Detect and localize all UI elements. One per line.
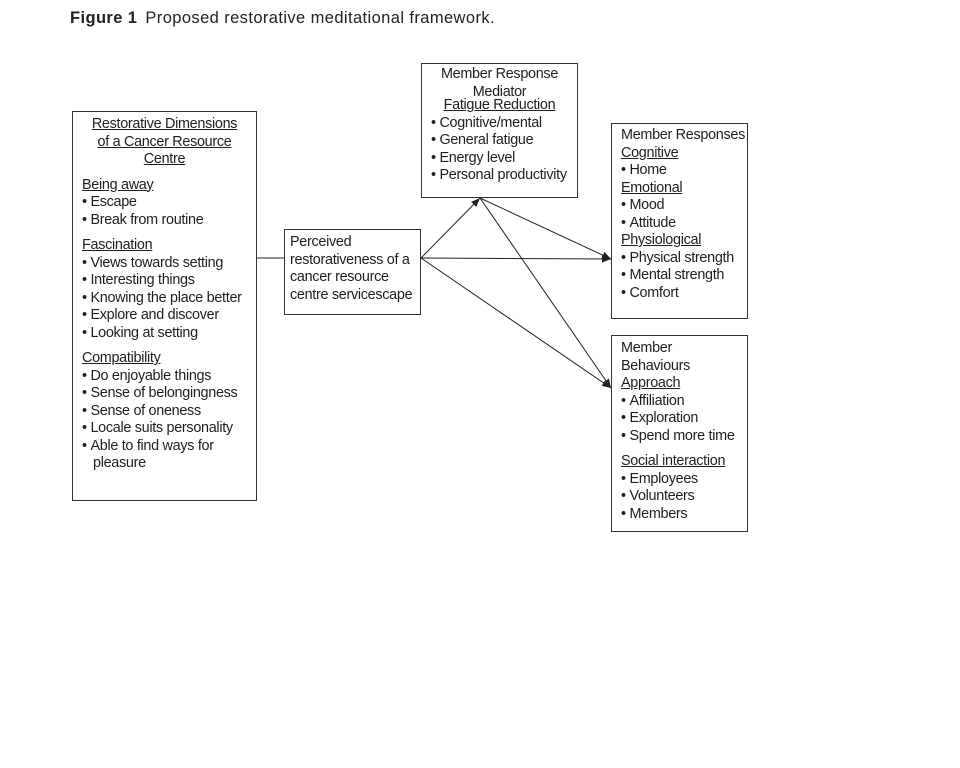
list-item: Locale suits personality — [82, 420, 256, 438]
arrow-mediator-to-behaviours — [479, 197, 612, 389]
list-item: Sense of belongingness — [82, 385, 256, 403]
list-item: Break from routine — [82, 212, 256, 230]
fascination-heading: Fascination — [82, 237, 153, 253]
perceived-line: cancer resource — [290, 269, 389, 285]
list-item: Energy level — [431, 150, 577, 168]
list-item: Views towards setting — [82, 255, 256, 273]
list-item: Mental strength — [621, 267, 747, 285]
list-item: Attitude — [621, 215, 747, 233]
member-responses-box: Member Responses Cognitive Home Emotiona… — [611, 123, 748, 319]
compatibility-heading: Compatibility — [82, 350, 161, 366]
list-item: Looking at setting — [82, 325, 256, 343]
list-item: Knowing the place better — [82, 290, 256, 308]
mediator-title-line: Member Response — [440, 66, 559, 82]
perceived-line: centre servicescape — [290, 286, 413, 303]
figure-label: Figure 1 — [70, 9, 138, 27]
cognitive-heading: Cognitive — [621, 144, 679, 161]
list-item: General fatigue — [431, 132, 577, 150]
list-item: Physical strength — [621, 250, 747, 268]
list-item: Able to find ways for pleasure — [82, 438, 243, 473]
being-away-heading: Being away — [82, 176, 154, 193]
dimensions-title-line: of a Cancer Resource — [97, 133, 232, 150]
social-interaction-heading: Social interaction — [621, 453, 726, 469]
perceived-line: Perceived — [290, 234, 352, 250]
mediator-box: Member Response Mediator Fatigue Reducti… — [421, 63, 578, 198]
arrow-perceived-to-responses — [420, 255, 612, 263]
list-item: Do enjoyable things — [82, 368, 256, 386]
list-item: Employees — [621, 471, 747, 489]
dimensions-title-line: Centre — [143, 151, 186, 167]
list-item: Escape — [82, 194, 256, 212]
list-item: Members — [621, 506, 747, 524]
list-item: Home — [621, 162, 747, 180]
arrow-mediator-to-responses — [479, 197, 612, 260]
mediator-title-line: Mediator — [472, 83, 527, 100]
list-item: Spend more time — [621, 428, 747, 446]
list-item: Mood — [621, 197, 747, 215]
perceived-line: restorativeness of a — [290, 251, 410, 268]
list-item: Affiliation — [621, 393, 747, 411]
approach-heading: Approach — [621, 375, 681, 391]
list-item: Comfort — [621, 285, 747, 303]
perceived-restorativeness-box: Perceived restorativeness of a cancer re… — [284, 229, 421, 315]
arrow-perceived-to-mediator — [420, 197, 481, 259]
list-item: Explore and discover — [82, 307, 256, 325]
list-item: Sense of oneness — [82, 403, 256, 421]
mediator-subtitle: Fatigue Reduction — [443, 97, 556, 113]
list-item: Exploration — [621, 410, 747, 428]
arrow-perceived-to-behaviours — [420, 257, 612, 389]
behaviours-title-line: Behaviours — [621, 357, 690, 374]
figure-title: Proposed restorative meditational framew… — [145, 9, 495, 27]
list-item: Volunteers — [621, 488, 747, 506]
list-item: Interesting things — [82, 272, 256, 290]
physiological-heading: Physiological — [621, 232, 702, 248]
member-behaviours-box: Member Behaviours Approach Affiliation E… — [611, 335, 748, 532]
list-item: Cognitive/mental — [431, 115, 577, 133]
behaviours-title-line: Member — [621, 340, 672, 356]
list-item: Personal productivity — [431, 167, 577, 185]
emotional-heading: Emotional — [621, 179, 683, 196]
restorative-dimensions-box: Restorative Dimensions of a Cancer Resou… — [72, 111, 257, 501]
figure-caption: Figure 1 Proposed restorative meditationa… — [70, 9, 495, 28]
responses-title: Member Responses — [621, 127, 745, 143]
dimensions-title-line: Restorative Dimensions — [91, 116, 238, 132]
